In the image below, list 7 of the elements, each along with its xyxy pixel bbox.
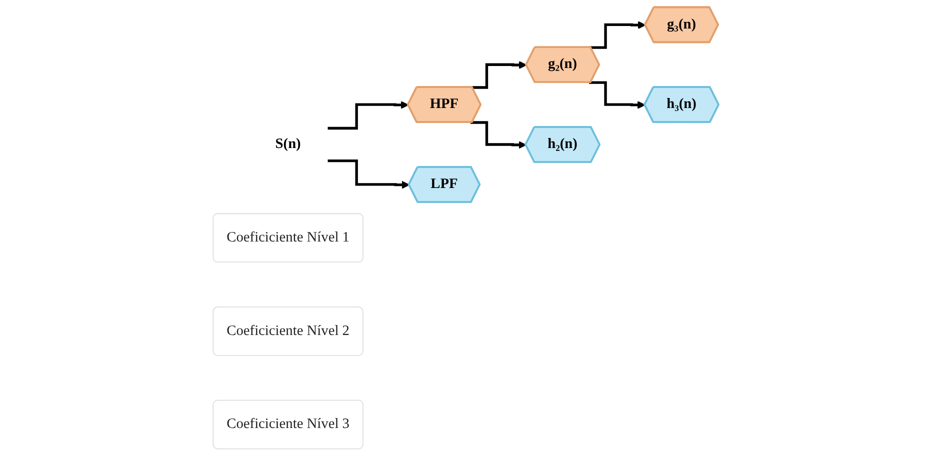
arrow xyxy=(470,121,526,149)
arrow xyxy=(327,101,408,130)
node-text: S(n) xyxy=(274,136,300,152)
arrow xyxy=(588,21,646,49)
arrow xyxy=(327,159,410,189)
arrow xyxy=(588,81,645,109)
arrow xyxy=(470,61,526,89)
